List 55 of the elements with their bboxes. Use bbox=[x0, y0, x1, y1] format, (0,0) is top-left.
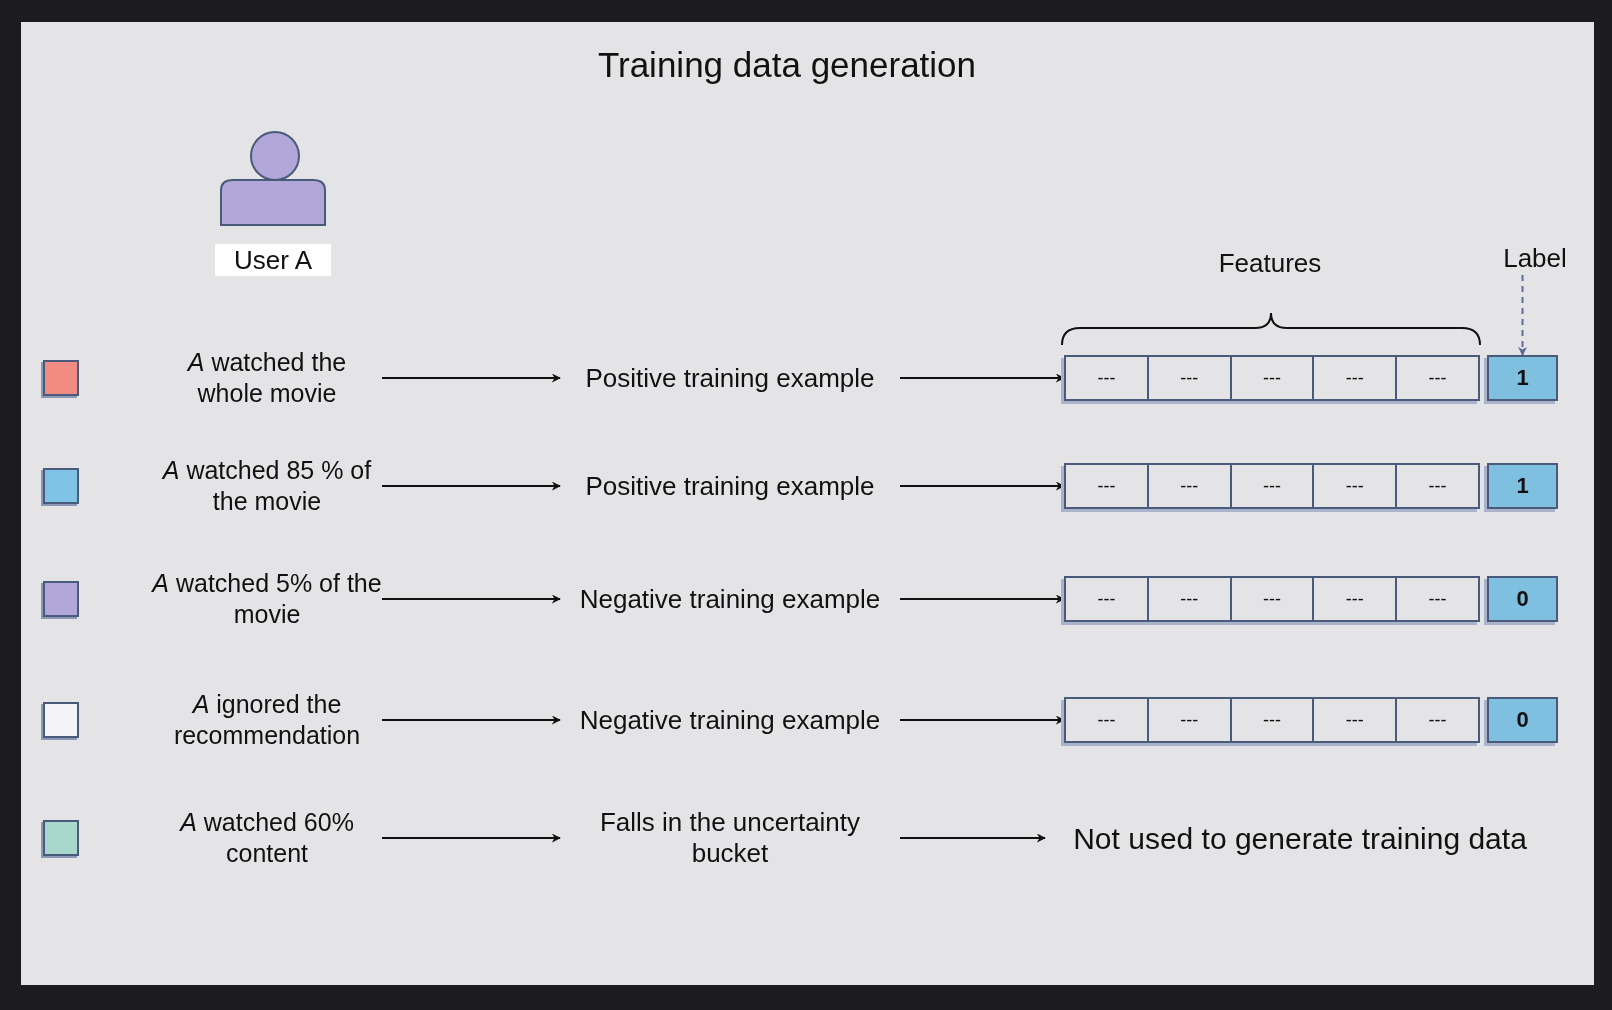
feature-vector-bar bbox=[1064, 697, 1480, 743]
arrow bbox=[381, 833, 561, 843]
feature-cell: --- bbox=[1148, 465, 1232, 507]
color-swatch bbox=[43, 820, 79, 856]
title-text: Training data generation bbox=[596, 44, 978, 86]
arrow bbox=[381, 481, 561, 491]
section-label: Features bbox=[1217, 246, 1323, 280]
feature-cell: --- bbox=[1397, 578, 1478, 620]
behavior-text: A watched 60% content bbox=[152, 804, 382, 872]
feature-cell: --- bbox=[1314, 699, 1398, 741]
feature-cell: --- bbox=[1148, 578, 1232, 620]
feature-cell: --- bbox=[1314, 578, 1398, 620]
feature-cell: --- bbox=[1066, 465, 1149, 507]
feature-cell: --- bbox=[1231, 465, 1315, 507]
label-cell: 0 bbox=[1487, 697, 1558, 743]
column-label: Label bbox=[1493, 241, 1577, 275]
note-text: Not used to generate training data bbox=[1045, 816, 1555, 860]
feature-vector-bar bbox=[1064, 355, 1480, 401]
example-text: Falls in the uncertainty bucket bbox=[560, 804, 900, 872]
behavior-text: A watched 85 % of the movie bbox=[152, 452, 382, 520]
feature-cell: --- bbox=[1314, 465, 1398, 507]
feature-cell: --- bbox=[1231, 357, 1315, 399]
arrow bbox=[381, 373, 561, 383]
feature-cell: --- bbox=[1148, 357, 1232, 399]
label-cell: 0 bbox=[1487, 576, 1558, 622]
behavior-text: A watched 5% of the movie bbox=[152, 565, 382, 633]
color-swatch bbox=[43, 581, 79, 617]
example-text: Negative training example bbox=[560, 577, 900, 621]
feature-cell: --- bbox=[1314, 357, 1398, 399]
arrow bbox=[381, 715, 561, 725]
behavior-text: A ignored the recommendation bbox=[152, 686, 382, 754]
behavior-text: A watched the whole movie bbox=[152, 344, 382, 412]
arrow bbox=[899, 833, 1046, 843]
arrow bbox=[381, 594, 561, 604]
color-swatch bbox=[43, 468, 79, 504]
example-text: Positive training example bbox=[560, 356, 900, 400]
color-swatch bbox=[43, 702, 79, 738]
example-text: Positive training example bbox=[560, 464, 900, 508]
feature-cell: --- bbox=[1148, 699, 1232, 741]
feature-cell: --- bbox=[1397, 699, 1478, 741]
feature-cell: --- bbox=[1066, 699, 1149, 741]
label-cell: 1 bbox=[1487, 355, 1558, 401]
feature-cell: --- bbox=[1397, 357, 1478, 399]
feature-vector-bar bbox=[1064, 576, 1480, 622]
arrow bbox=[1518, 274, 1527, 356]
feature-cell: --- bbox=[1066, 357, 1149, 399]
feature-cell: --- bbox=[1231, 578, 1315, 620]
example-text: Negative training example bbox=[560, 698, 900, 742]
feature-vector-bar bbox=[1064, 463, 1480, 509]
feature-cell: --- bbox=[1066, 578, 1149, 620]
label-cell: 1 bbox=[1487, 463, 1558, 509]
feature-cell: --- bbox=[1397, 465, 1478, 507]
user-name-label: User A bbox=[215, 244, 331, 276]
color-swatch bbox=[43, 360, 79, 396]
feature-cell: --- bbox=[1231, 699, 1315, 741]
